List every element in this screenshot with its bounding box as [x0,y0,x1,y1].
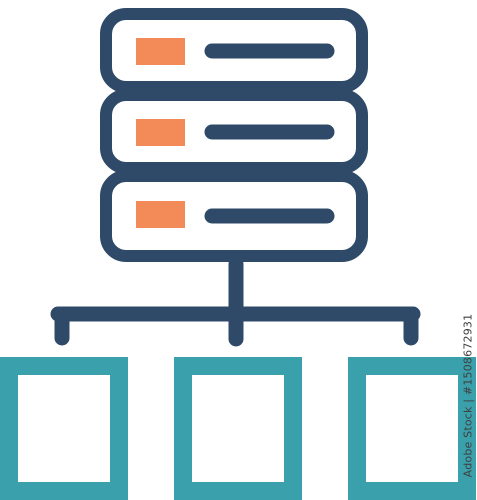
network-connectors [50,256,421,347]
server-unit-top [100,8,368,93]
server-unit-bottom-indicator [136,201,185,228]
server-unit-bottom [100,170,368,262]
server-stack [100,8,368,262]
network-nodes [0,357,476,500]
server-unit-top-indicator [136,38,185,65]
network-node-right [348,357,476,500]
server-unit-middle-indicator [136,119,185,146]
network-node-center [174,357,302,500]
network-node-left [0,357,128,500]
server-unit-middle [100,89,368,174]
